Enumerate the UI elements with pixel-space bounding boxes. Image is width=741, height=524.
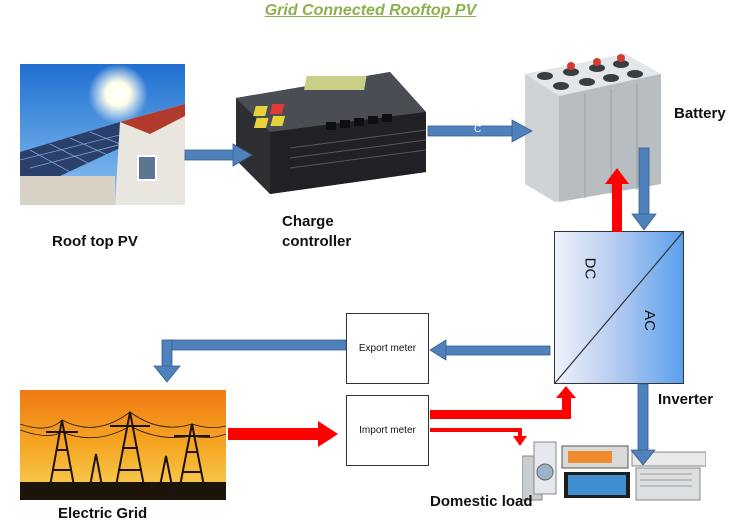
charge-controller-label-line2: controller [282,233,352,250]
rooftop-pv-image [20,64,185,205]
inverter-label: Inverter [658,391,714,408]
arrow-import-meter-to-inverter [430,386,576,419]
electric-grid-image [20,390,226,500]
battery-label: Battery [674,105,726,122]
arrow-inverter-to-load [630,383,656,466]
charge-controller-label-line1: Charge [282,213,334,230]
battery-image [515,44,663,204]
export-meter-box: Export meter [346,313,429,384]
domestic-load-label: Domestic load [430,493,533,510]
arrow-pv-to-controller [184,143,253,167]
diagram-title: Grid Connected Rooftop PV [264,2,477,19]
import-meter-box: Import meter [346,395,429,466]
import-meter-label: Import meter [359,425,416,436]
arrow-inverter-to-export-meter [429,339,551,361]
rooftop-pv-label: Roof top PV [52,233,138,250]
controller-battery-arrow-label: C [474,124,482,135]
arrow-grid-to-import-meter [228,421,338,447]
inverter-box: DC AC [554,231,684,384]
arrow-battery-to-inverter [631,147,657,231]
electric-grid-label: Electric Grid [58,505,148,522]
export-meter-label: Export meter [358,343,417,354]
charge-controller-image [230,68,430,196]
arrow-import-meter-to-load [430,428,527,446]
arrow-controller-to-battery [427,119,533,143]
arrow-export-meter-to-grid [153,339,347,383]
arrow-inverter-to-battery [605,168,629,232]
